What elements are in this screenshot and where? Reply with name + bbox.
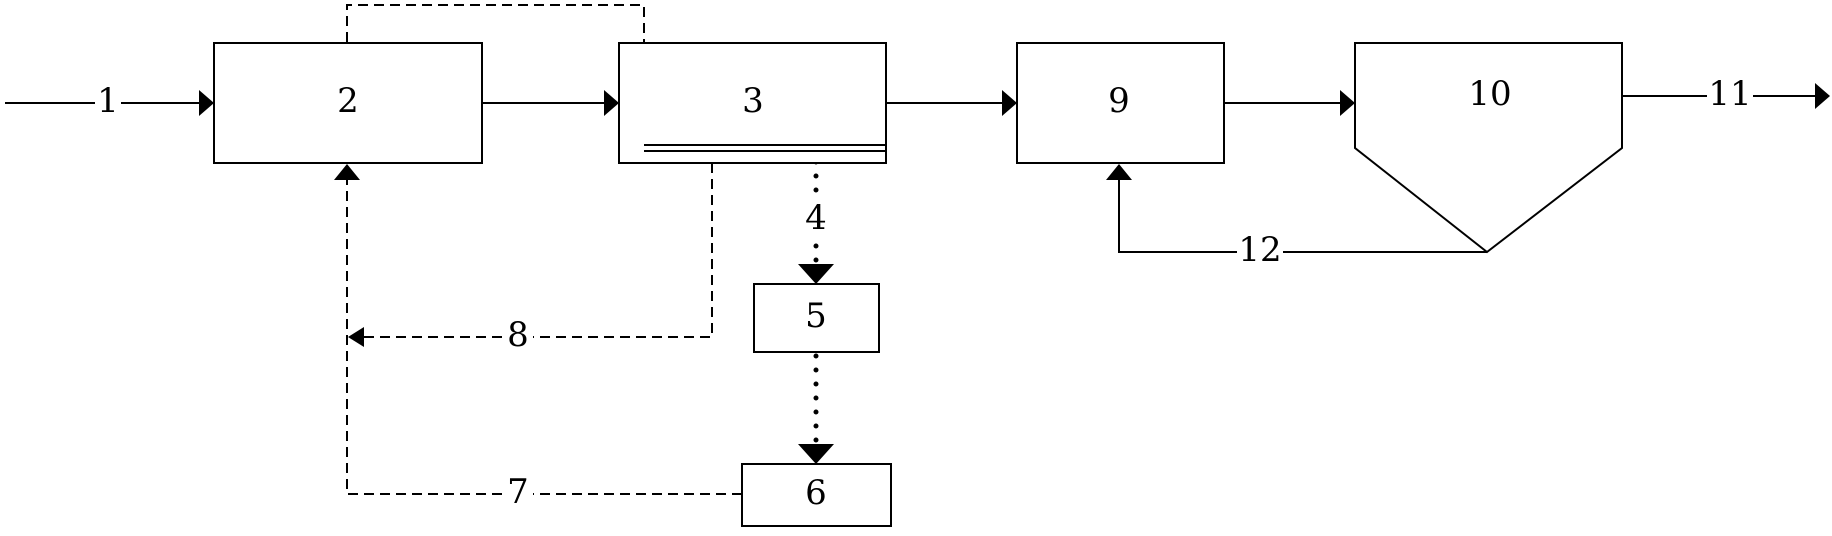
unit-10-settler: 10 [1354,42,1623,254]
unit-6-label: 6 [805,473,827,513]
unit-5: 5 [753,283,880,353]
stream-4-line [798,159,834,284]
unit-3-label: 3 [742,81,764,121]
stream-7-label: 7 [507,472,529,512]
unit-9-label: 9 [1108,81,1130,121]
stream-1-label: 1 [97,81,119,121]
stream-1-arrowhead [199,90,214,116]
connector-3-to-9-arrowhead [1002,90,1017,116]
stream-11-label: 11 [1708,74,1751,114]
unit-2-label: 2 [337,81,359,121]
connector-9-to-10-arrowhead [1340,90,1355,116]
stream-7-label-group: 7 [503,472,533,513]
stream-8-label-group: 8 [503,315,533,356]
unit-6: 6 [741,463,892,527]
stream-11-label-group: 11 [1707,74,1753,115]
connector-2-to-3 [482,90,619,116]
stream-12-label: 12 [1238,230,1281,270]
connector-5-to-6-line [798,353,834,464]
connector-9-to-10 [1224,90,1355,116]
connector-5-to-6-arrowhead [798,444,834,464]
stream-8-label: 8 [507,315,529,355]
stream-11-arrowhead [1815,83,1830,109]
stream-12-line [1106,164,1487,253]
unit-9: 9 [1016,42,1225,164]
stream-1-label-group: 1 [95,81,121,122]
stream-12-label-group: 12 [1237,230,1283,271]
unit-3: 3 [618,42,887,164]
stream-8-arrowhead [348,327,364,347]
unit-2: 2 [213,42,483,164]
stream-7-line [334,164,742,495]
stream-8-line [348,163,713,347]
stream-4-label: 4 [805,198,827,238]
unit-10-label: 10 [1468,74,1511,114]
stream-4-label-group: 4 [801,198,831,240]
connector-2-to-3-arrowhead [604,90,619,116]
connector-3-to-9 [886,90,1017,116]
stream-12-arrowhead [1106,164,1132,180]
unit-5-label: 5 [805,296,827,336]
stream-4-arrowhead [798,264,834,284]
stream-7-arrowhead [334,164,360,180]
